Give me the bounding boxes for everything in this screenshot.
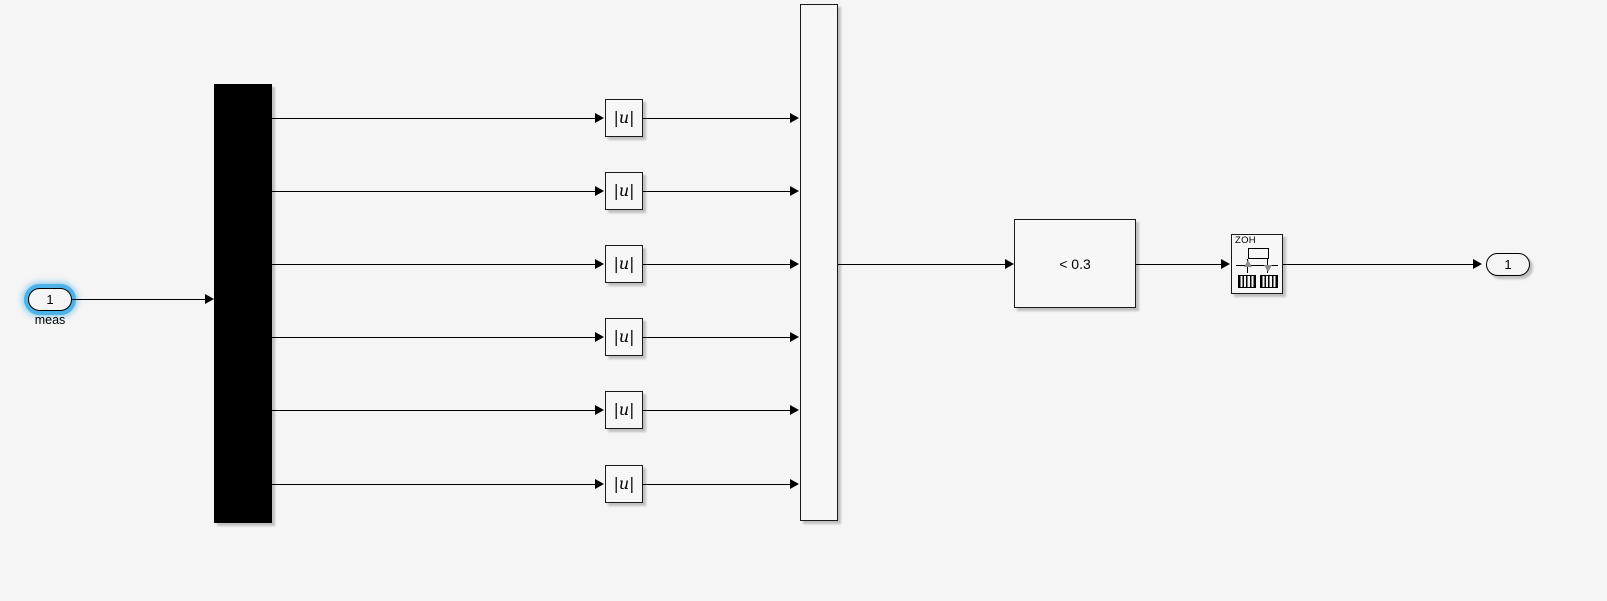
abs-block-5[interactable]: |u|: [605, 391, 643, 429]
wire-abs-5-to-sum: [643, 410, 795, 411]
zoh-arrow-up-icon: [1244, 260, 1252, 267]
zoh-arrow-down-icon: [1264, 265, 1272, 272]
abs-glyph: |u|: [613, 400, 635, 419]
abs-block-3[interactable]: |u|: [605, 245, 643, 283]
wire-demux-out-5: [270, 410, 597, 411]
wire-abs-6-to-sum: [643, 484, 795, 485]
arrowhead-abs-2-input: [595, 186, 604, 196]
arrowhead-sum-input-2: [790, 186, 799, 196]
arrowhead-compare-input: [1005, 259, 1014, 269]
arrowhead-demux-input: [205, 294, 214, 304]
sum-block[interactable]: [800, 4, 838, 521]
arrowhead-outport-input: [1473, 259, 1482, 269]
wire-sum-to-compare: [838, 264, 1010, 265]
wire-zoh-to-outport: [1283, 264, 1477, 265]
zoh-block[interactable]: ZOH: [1231, 234, 1283, 294]
arrowhead-abs-5-input: [595, 405, 604, 415]
abs-block-4[interactable]: |u|: [605, 318, 643, 356]
zoh-hatch-left-icon: [1238, 275, 1256, 288]
abs-block-6[interactable]: |u|: [605, 465, 643, 503]
wire-demux-out-3: [270, 264, 597, 265]
wire-abs-3-to-sum: [643, 264, 795, 265]
outport-block[interactable]: 1: [1486, 253, 1530, 276]
outport-number: 1: [1504, 257, 1512, 272]
arrowhead-sum-input-3: [790, 259, 799, 269]
arrowhead-sum-input-4: [790, 332, 799, 342]
abs-glyph: |u|: [613, 254, 635, 273]
abs-glyph: |u|: [613, 181, 635, 200]
arrowhead-abs-4-input: [595, 332, 604, 342]
zoh-pulse-rect-icon: [1248, 248, 1269, 259]
arrowhead-sum-input-1: [790, 113, 799, 123]
demux-block[interactable]: [214, 84, 272, 523]
abs-glyph: |u|: [613, 474, 635, 493]
zoh-label: ZOH: [1235, 235, 1256, 246]
arrowhead-zoh-input: [1221, 259, 1230, 269]
inport-block[interactable]: 1: [28, 288, 72, 311]
wire-demux-out-6: [270, 484, 597, 485]
abs-glyph: |u|: [613, 327, 635, 346]
compare-label: < 0.3: [1059, 255, 1091, 272]
arrowhead-abs-1-input: [595, 113, 604, 123]
zoh-hatch-right-icon: [1260, 275, 1278, 288]
wire-abs-2-to-sum: [643, 191, 795, 192]
wire-demux-out-1: [270, 118, 597, 119]
wire-abs-1-to-sum: [643, 118, 795, 119]
arrowhead-sum-input-6: [790, 479, 799, 489]
inport-label: meas: [34, 313, 66, 327]
wire-abs-4-to-sum: [643, 337, 795, 338]
arrowhead-sum-input-5: [790, 405, 799, 415]
wire-compare-to-zoh: [1136, 264, 1225, 265]
zoh-baseline-icon: [1236, 265, 1278, 267]
abs-block-2[interactable]: |u|: [605, 172, 643, 210]
wire-demux-out-4: [270, 337, 597, 338]
abs-block-1[interactable]: |u|: [605, 99, 643, 137]
arrowhead-abs-3-input: [595, 259, 604, 269]
wire-inport-to-demux: [72, 299, 208, 300]
wire-demux-out-2: [270, 191, 597, 192]
compare-block[interactable]: < 0.3: [1014, 219, 1136, 308]
arrowhead-abs-6-input: [595, 479, 604, 489]
abs-glyph: |u|: [613, 108, 635, 127]
inport-number: 1: [46, 292, 54, 307]
